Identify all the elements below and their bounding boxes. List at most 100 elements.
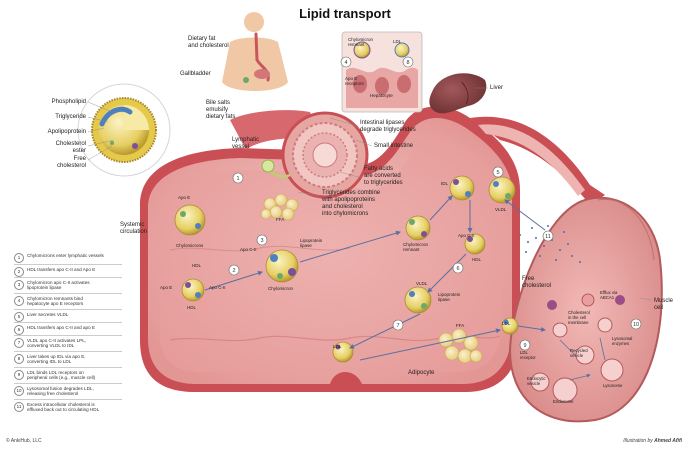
legend-item-text: Chylomicron remnants bind hepatocyte apo… bbox=[27, 296, 84, 307]
label-hdl-right: HDL bbox=[472, 257, 482, 262]
legend-item-text: Lysosomal fusion degrades LDL, releasing… bbox=[27, 386, 94, 397]
legend-item-number: 7 bbox=[14, 338, 24, 348]
recycled-vesicle bbox=[575, 345, 595, 365]
hepatocyte-inset bbox=[341, 31, 423, 113]
footer-copyright: © AnkiHub, LLC bbox=[6, 438, 42, 444]
particle-hdl-left bbox=[181, 278, 205, 302]
legend-item-number: 1 bbox=[14, 253, 24, 263]
label-apo-cii-left: Apo C-II bbox=[209, 285, 226, 290]
label-adipocyte: Adipocyte bbox=[408, 370, 435, 376]
step-2-marker: 2 bbox=[228, 264, 240, 276]
particle-idl-bottom bbox=[332, 341, 354, 363]
legend-divider bbox=[14, 399, 122, 400]
label-endocytic-vesicle: Endocytic vesicle bbox=[527, 376, 546, 386]
legend-item-text: Chylomicron apo C-II activates lipoprote… bbox=[27, 280, 90, 291]
legend-divider bbox=[14, 367, 122, 368]
step-7-marker: 7 bbox=[392, 319, 404, 331]
label-recycled-vesicle: Recycled vesicle bbox=[570, 348, 588, 358]
particle-vldl bbox=[488, 176, 516, 204]
particle-chylomicron-remnant bbox=[405, 215, 431, 241]
legend-divider bbox=[14, 383, 122, 384]
legend-divider bbox=[14, 351, 122, 352]
legend-item-text: Liver takes up IDL via apo E, converting… bbox=[27, 354, 86, 365]
label-endosome: Endosome bbox=[553, 399, 574, 404]
svg-text:6: 6 bbox=[456, 266, 459, 272]
svg-text:7: 7 bbox=[396, 323, 399, 329]
label-apolipoprotein: Apolipoprotein bbox=[47, 129, 86, 135]
endosome-vesicle bbox=[552, 377, 578, 403]
label-lipoprotein-lipase-2: Lipoprotein lipase bbox=[438, 292, 461, 302]
svg-text:3: 3 bbox=[260, 238, 263, 244]
liver bbox=[429, 73, 487, 114]
lysosome-vesicle bbox=[600, 358, 624, 382]
svg-text:8: 8 bbox=[406, 60, 409, 66]
label-chylomicrons: Chylomicrons bbox=[176, 243, 204, 248]
legend-divider bbox=[14, 309, 122, 310]
svg-text:2: 2 bbox=[232, 268, 235, 274]
legend-item-number: 5 bbox=[14, 312, 24, 322]
label-lymphatic-vessel: Lymphatic vessel bbox=[232, 137, 260, 150]
label-hdl-left: HDL bbox=[187, 305, 197, 310]
legend-item-number: 8 bbox=[14, 354, 24, 364]
step-10-marker: 10 bbox=[630, 318, 642, 330]
label-inset-apoe-receptors: Apo E receptors bbox=[345, 76, 364, 86]
label-apo-cii-right: Apo C-II bbox=[458, 233, 475, 238]
legend-divider bbox=[14, 335, 122, 336]
label-apo-cii-center: Apo C-II bbox=[240, 247, 257, 252]
legend-item-text: Chylomicrons enter lymphatic vessels bbox=[27, 253, 104, 258]
footer-credit-prefix: Illustration by bbox=[623, 438, 655, 444]
endocytic-vesicle bbox=[530, 372, 550, 392]
legend-item-text: LDL binds LDL receptors on peripheral ce… bbox=[27, 370, 96, 381]
legend-divider bbox=[14, 264, 122, 265]
label-lysosomal-enzymes: Lysosomal enzymes bbox=[612, 336, 633, 346]
label-ldl-receptor: LDL receptor bbox=[520, 350, 536, 360]
legend-divider bbox=[14, 277, 122, 278]
step-5-marker: 5 bbox=[492, 166, 504, 178]
legend-item-text: HDL transfers apo C-II and Apo E bbox=[27, 267, 96, 272]
label-intestinal-lipases: Intestinal lipases degrade triglycerides bbox=[360, 120, 416, 133]
label-free-cholesterol: Free cholesterol bbox=[56, 156, 86, 169]
label-vldl-top: VLDL bbox=[495, 207, 507, 212]
free-cholesterol-dots bbox=[519, 225, 581, 263]
svg-text:5: 5 bbox=[496, 170, 499, 176]
label-vldl-lower: VLDL bbox=[416, 281, 428, 286]
legend-item-number: 3 bbox=[14, 280, 24, 290]
label-inset-ldl: LDL bbox=[393, 39, 402, 44]
label-hdl-mid: HDL bbox=[192, 263, 202, 268]
legend-item-number: 2 bbox=[14, 267, 24, 277]
label-phospholipid: Phospholipid bbox=[51, 99, 86, 105]
legend-item-number: 9 bbox=[14, 370, 24, 380]
page-title: Lipid transport bbox=[299, 6, 391, 21]
svg-text:4: 4 bbox=[344, 60, 347, 66]
label-cholesterol-membrane: Cholesterol in the cell membrane bbox=[568, 310, 590, 325]
label-free-cholesterol-right: Free cholesterol bbox=[522, 276, 552, 289]
step-4-marker: 4 bbox=[340, 56, 352, 68]
legend-item-text: HDL transfers apo C-II and apo E bbox=[27, 325, 96, 330]
label-cholesterol-ester: Cholesterol ester bbox=[55, 141, 86, 154]
muscle-cell bbox=[508, 196, 663, 423]
label-dietary-fat: Dietary fat and cholesterol bbox=[188, 36, 229, 49]
svg-text:10: 10 bbox=[633, 322, 639, 328]
step-markers: 1 2 3 4 5 6 7 8 9 10 11 bbox=[228, 56, 642, 351]
label-idl-top: IDL bbox=[441, 181, 449, 186]
label-triglycerides-combine: Triglycerides combine with apolipoprotei… bbox=[322, 190, 381, 217]
label-ffa-bottom: FFA bbox=[456, 323, 465, 328]
label-idl-bottom: LDL bbox=[333, 344, 342, 349]
step-6-marker: 6 bbox=[452, 262, 464, 274]
adipocyte-top bbox=[260, 193, 299, 221]
label-fatty-acids: Fatty acids are converted to triglycerid… bbox=[364, 166, 403, 186]
step-9-marker: 9 bbox=[519, 339, 531, 351]
label-efflux: Efflux via ABCA1 bbox=[600, 290, 618, 300]
label-chylomicron-remnant: Chylomicron remnant bbox=[403, 242, 429, 252]
lipoprotein-cross-section bbox=[77, 83, 171, 177]
particle-chylomicron-center bbox=[265, 249, 299, 283]
step-1-marker: 1 bbox=[232, 172, 244, 184]
label-bile-salts: Bile salts emulsify dietary fats bbox=[206, 100, 236, 120]
human-torso bbox=[222, 12, 288, 91]
step-11-marker: 11 bbox=[542, 230, 554, 242]
label-muscle-cell: Muscle cell bbox=[654, 298, 674, 311]
label-apo-e-left: Apo E bbox=[160, 285, 173, 290]
label-triglyceride: Triglyceride bbox=[55, 114, 86, 120]
